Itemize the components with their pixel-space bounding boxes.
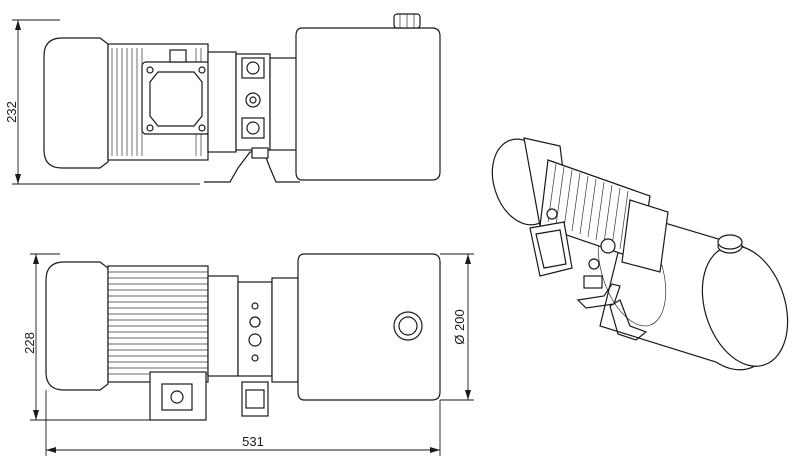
valve-port-icon (249, 96, 257, 104)
oil-tank (297, 253, 441, 401)
iso-valve-block (621, 199, 669, 273)
dimension-top-height: 232 (4, 19, 200, 185)
lid-bolt (146, 124, 154, 132)
top-view (43, 13, 441, 183)
iso-mounting-foot (576, 283, 621, 309)
valve-port-icon (248, 333, 262, 347)
mounting-foot (263, 151, 300, 183)
iso-cable-gland (546, 208, 558, 220)
valve-port-icon (251, 354, 259, 362)
motor-body (107, 265, 209, 383)
valve-port-icon (249, 316, 261, 328)
dimension-label: 232 (4, 101, 19, 123)
iso-mounting-foot (609, 299, 648, 341)
terminal-box-lid (149, 71, 203, 127)
dimension-total-length: 531 (45, 390, 441, 456)
isometric-view (491, 137, 789, 371)
iso-valve-port-icon (588, 258, 600, 270)
motor-fan-cover (45, 261, 109, 391)
motor-fan-cover (43, 37, 109, 169)
solenoid-coil (245, 389, 265, 409)
valve-port-icon (251, 302, 259, 310)
lid-bolt (198, 124, 206, 132)
dimension-label: Ø 200 (452, 309, 467, 344)
lid-bolt (146, 66, 154, 74)
dimension-front-height: 228 (22, 253, 150, 421)
oil-tank (295, 27, 441, 181)
valve-port-icon (246, 121, 260, 135)
sight-glass-inner (398, 316, 418, 336)
tank-flange (271, 277, 299, 383)
cable-gland (169, 49, 187, 63)
dimension-label: 228 (22, 332, 37, 354)
iso-terminal-box-lid (535, 229, 567, 269)
iso-motor-fins (547, 163, 629, 250)
iso-port (583, 275, 603, 289)
foot-bracket (251, 147, 269, 159)
iso-valve-port-icon (600, 238, 616, 254)
valve-port-icon (246, 61, 260, 75)
dimension-tank-diameter: Ø 200 (440, 253, 474, 401)
motor-flange (207, 275, 239, 377)
valve-block (237, 281, 273, 377)
motor-flange (207, 51, 237, 153)
front-view (45, 253, 441, 421)
tank-flange (269, 57, 299, 151)
gland-icon (170, 390, 184, 404)
iso-filler-cap-top (717, 234, 743, 250)
mounting-foot (204, 151, 256, 183)
lid-bolt (198, 66, 206, 74)
dimension-label: 531 (242, 434, 264, 449)
